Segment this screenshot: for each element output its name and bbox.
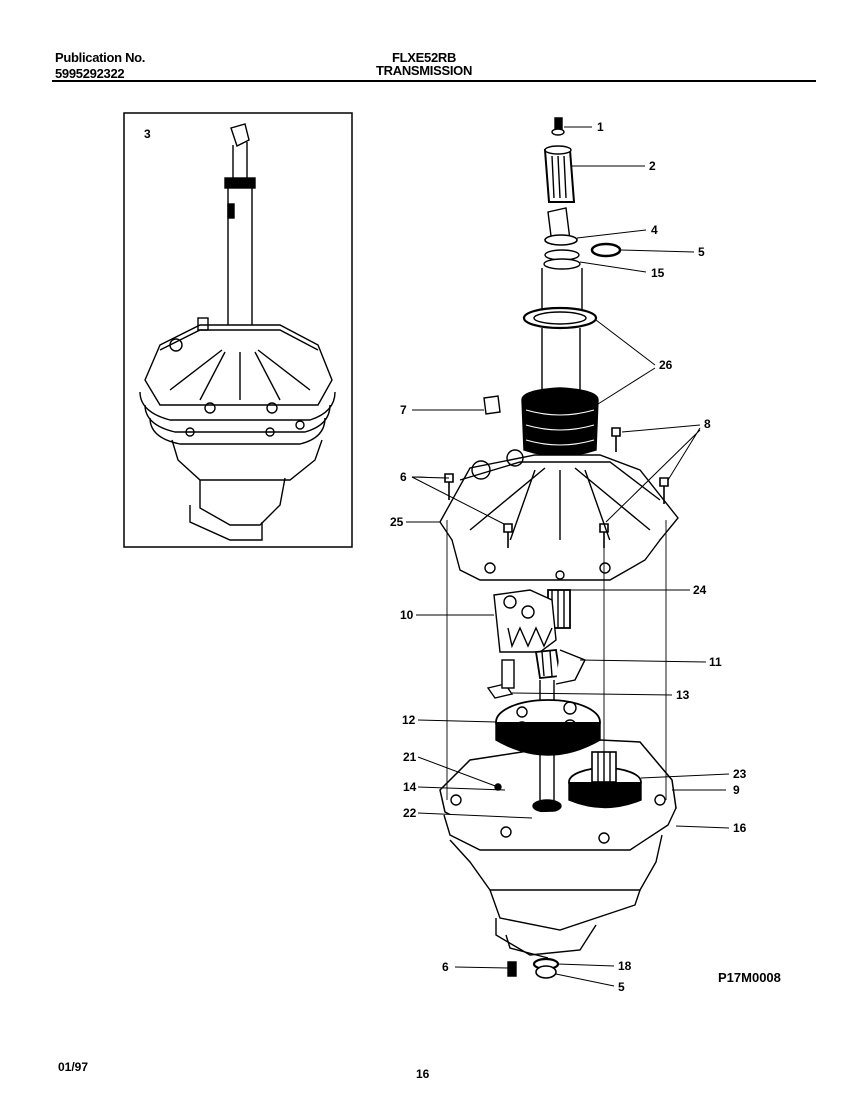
callout-4: 4 bbox=[651, 223, 658, 237]
callout-22: 22 bbox=[403, 806, 417, 820]
exploded-parts bbox=[439, 117, 679, 979]
callout-1: 1 bbox=[597, 120, 604, 134]
publication-label: Publication No. bbox=[55, 50, 146, 65]
callout-18: 18 bbox=[618, 959, 632, 973]
callout-23: 23 bbox=[733, 767, 747, 781]
callout-24: 24 bbox=[693, 583, 707, 597]
publication-number: 5995292322 bbox=[55, 66, 125, 81]
callout-6-top: 6 bbox=[400, 470, 407, 484]
callout-15: 15 bbox=[651, 266, 665, 280]
inset-assembled-transmission bbox=[139, 123, 336, 541]
callout-7: 7 bbox=[400, 403, 407, 417]
callout-10: 10 bbox=[400, 608, 414, 622]
callout-6-bottom: 6 bbox=[442, 960, 449, 974]
callout-13: 13 bbox=[676, 688, 690, 702]
callout-5-top: 5 bbox=[698, 245, 705, 259]
leader-lines bbox=[406, 126, 730, 987]
callout-21: 21 bbox=[403, 750, 417, 764]
callout-25: 25 bbox=[390, 515, 404, 529]
footer-page-number: 16 bbox=[416, 1067, 430, 1081]
callout-16: 16 bbox=[733, 821, 747, 835]
callout-9: 9 bbox=[733, 783, 740, 797]
callout-11: 11 bbox=[709, 655, 722, 669]
inset-callout-3: 3 bbox=[144, 127, 151, 141]
footer-date: 01/97 bbox=[58, 1060, 89, 1074]
model-number: FLXE52RB bbox=[392, 50, 457, 65]
header-rule bbox=[52, 80, 816, 82]
callout-12: 12 bbox=[402, 713, 416, 727]
callout-8: 8 bbox=[704, 417, 711, 431]
diagram-code: P17M0008 bbox=[718, 970, 781, 985]
callout-5-bottom: 5 bbox=[618, 980, 625, 994]
section-title: TRANSMISSION bbox=[376, 63, 473, 78]
callout-2: 2 bbox=[649, 159, 656, 173]
callout-labels: 1 2 4 5 15 26 7 8 6 25 24 10 11 13 12 21… bbox=[390, 120, 747, 994]
callout-26: 26 bbox=[659, 358, 673, 372]
inset-frame bbox=[123, 112, 353, 548]
callout-14: 14 bbox=[403, 780, 417, 794]
